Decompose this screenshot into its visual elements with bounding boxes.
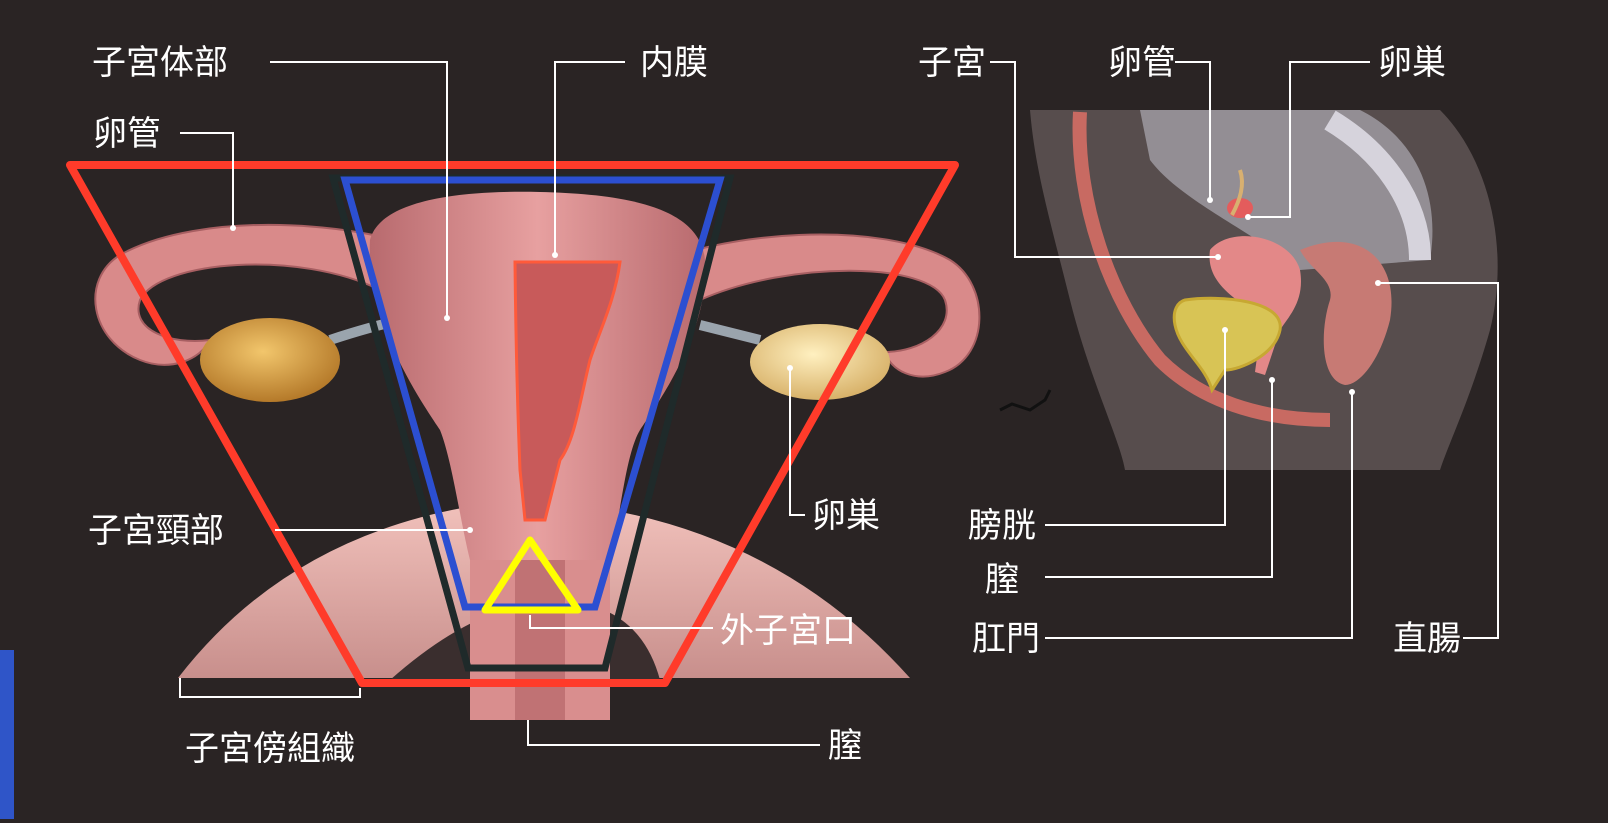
right-ovary-shape bbox=[750, 324, 890, 400]
label-vagina-right: 膣 bbox=[985, 560, 1019, 600]
label-anus: 肛門 bbox=[972, 619, 1040, 659]
label-ovary-left: 卵巣 bbox=[812, 496, 880, 536]
left-ovary-shape bbox=[200, 318, 340, 402]
label-cervix: 子宮頸部 bbox=[88, 511, 224, 551]
label-ovary-right: 卵巣 bbox=[1378, 43, 1446, 83]
label-uterus: 子宮 bbox=[918, 43, 986, 83]
label-fallopian-tube-left: 卵管 bbox=[93, 114, 161, 154]
label-fallopian-tube-right: 卵管 bbox=[1108, 43, 1176, 83]
label-endometrium: 内膜 bbox=[640, 43, 708, 83]
label-vagina-left: 膣 bbox=[828, 726, 862, 766]
edge-strip bbox=[0, 650, 14, 819]
label-uterine-body: 子宮体部 bbox=[92, 43, 228, 83]
label-external-os: 外子宮口 bbox=[720, 611, 856, 651]
label-rectum: 直腸 bbox=[1393, 619, 1461, 659]
label-bladder: 膀胱 bbox=[968, 506, 1036, 546]
label-parametrium: 子宮傍組織 bbox=[185, 729, 355, 769]
